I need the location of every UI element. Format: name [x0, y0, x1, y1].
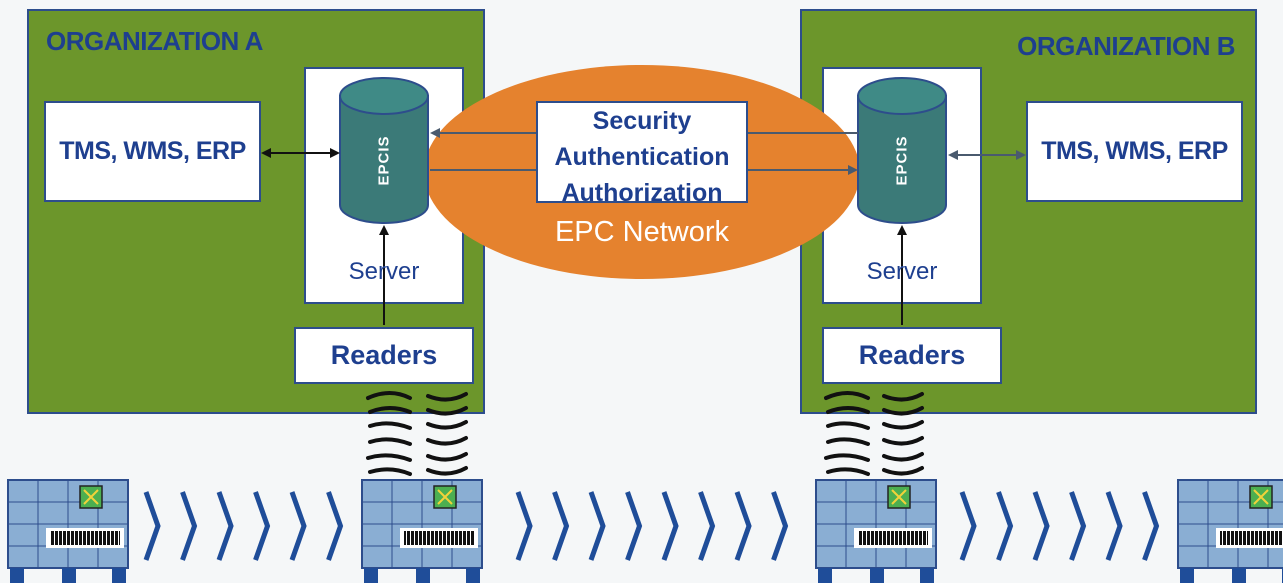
- flow-chevron-icon: [180, 491, 198, 561]
- org-b-database-label: EPCIS: [893, 134, 911, 186]
- flow-chevron-icon: [959, 491, 977, 561]
- rfid-pallet-icon: [815, 479, 937, 583]
- rfid-pallet-icon: [1177, 479, 1283, 583]
- flow-chevron-icon: [515, 491, 533, 561]
- flow-chevron-icon: [625, 491, 643, 561]
- org-b-database-label-wrap: EPCIS: [858, 110, 946, 210]
- epc-network-label: EPC Network: [554, 216, 730, 248]
- org-b-server-label: Server: [866, 258, 938, 285]
- organization-a-title: ORGANIZATION A: [46, 26, 263, 56]
- org-b-radio-waves-icon: [824, 391, 924, 476]
- flow-chevron-icon: [289, 491, 307, 561]
- flow-chevron-icon: [552, 491, 570, 561]
- org-b-epcis-database-icon: [857, 77, 947, 224]
- org-a-radio-waves-icon: [366, 391, 468, 476]
- flow-chevron-icon: [1069, 491, 1087, 561]
- org-b-systems-box: TMS, WMS, ERP: [1026, 101, 1243, 202]
- flow-chevron-icon: [216, 491, 234, 561]
- org-a-readers-box: Readers: [294, 327, 474, 384]
- org-b-readers-box: Readers: [822, 327, 1002, 384]
- flow-chevron-icon: [661, 491, 679, 561]
- flow-chevron-icon: [588, 491, 606, 561]
- flow-chevron-icon: [1032, 491, 1050, 561]
- authorization-label: Authorization: [561, 179, 723, 203]
- security-box: Security Authentication Authorization: [536, 101, 748, 203]
- flow-chevron-icon: [1105, 491, 1123, 561]
- organization-b-title: ORGANIZATION B: [1017, 31, 1235, 61]
- org-a-database-label-wrap: EPCIS: [340, 110, 428, 210]
- rfid-pallet-icon: [7, 479, 129, 583]
- flow-chevron-icon: [143, 491, 161, 561]
- flow-chevron-icon: [326, 491, 344, 561]
- flow-chevron-icon: [1142, 491, 1160, 561]
- security-label: Security: [592, 107, 692, 135]
- org-a-database-label: EPCIS: [375, 134, 393, 186]
- org-a-systems-box: TMS, WMS, ERP: [44, 101, 261, 202]
- rfid-pallet-icon: [361, 479, 483, 583]
- authentication-label: Authentication: [554, 143, 730, 171]
- flow-chevron-icon: [253, 491, 271, 561]
- flow-chevron-icon: [698, 491, 716, 561]
- flow-chevron-icon: [771, 491, 789, 561]
- flow-chevron-icon: [734, 491, 752, 561]
- flow-chevron-icon: [996, 491, 1014, 561]
- org-a-epcis-database-icon: [339, 77, 429, 224]
- org-a-server-label: Server: [348, 258, 420, 285]
